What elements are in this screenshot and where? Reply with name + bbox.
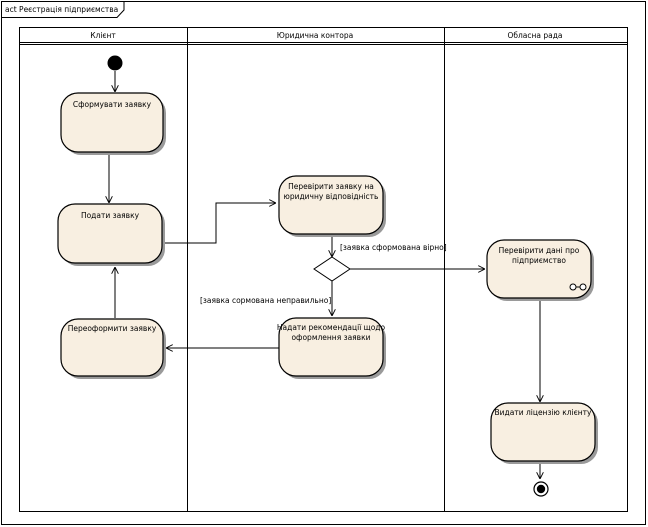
activity-give-recommendations-line2: оформлення заявки bbox=[291, 333, 370, 342]
activity-check-request: Перевірити заявку на юридичну відповідні… bbox=[278, 175, 386, 237]
lane-frame bbox=[19, 27, 628, 512]
diagram-title: act Реєстрація підприємства bbox=[5, 5, 118, 14]
decision-node bbox=[313, 256, 351, 282]
activity-check-data: Перевірити дані про підприємство bbox=[486, 239, 594, 301]
activity-form-request-label: Сформувати заявку bbox=[73, 100, 152, 109]
activity-give-recommendations-line1: Надати рекомендації щодо bbox=[277, 323, 386, 332]
activity-issue-license: Видати ліцензію клієнту bbox=[490, 402, 598, 464]
guard-correct: [заявка сформована вірно] bbox=[340, 243, 447, 252]
initial-node bbox=[107, 55, 123, 71]
activity-issue-license-label: Видати ліцензію клієнту bbox=[495, 408, 592, 417]
activity-reformat-request-label: Переоформити заявку bbox=[68, 324, 157, 333]
activity-give-recommendations: Надати рекомендації щодо оформлення заяв… bbox=[277, 317, 386, 379]
activity-check-request-line1: Перевірити заявку на bbox=[288, 182, 374, 191]
activity-check-data-line1: Перевірити дані про bbox=[499, 246, 580, 255]
activity-reformat-request: Переоформити заявку bbox=[60, 318, 166, 379]
guard-incorrect: [заявка сормована неправильно] bbox=[200, 296, 331, 305]
activity-check-data-line2: підприємство bbox=[512, 256, 566, 265]
rake-icon bbox=[569, 283, 587, 291]
final-node bbox=[533, 481, 549, 497]
lane-header-regional-council: Обласна рада bbox=[507, 31, 562, 40]
activity-submit-request-label: Подати заявку bbox=[81, 211, 140, 220]
lane-header-law-office: Юридична контора bbox=[277, 31, 353, 40]
activity-submit-request: Подати заявку bbox=[57, 203, 165, 266]
edge-submit-to-check bbox=[164, 203, 276, 244]
activity-form-request: Сформувати заявку bbox=[60, 92, 166, 155]
lane-header-client: Клієнт bbox=[90, 31, 116, 40]
activity-check-request-line2: юридичну відповідність bbox=[284, 192, 379, 201]
title-tab bbox=[1, 1, 125, 18]
